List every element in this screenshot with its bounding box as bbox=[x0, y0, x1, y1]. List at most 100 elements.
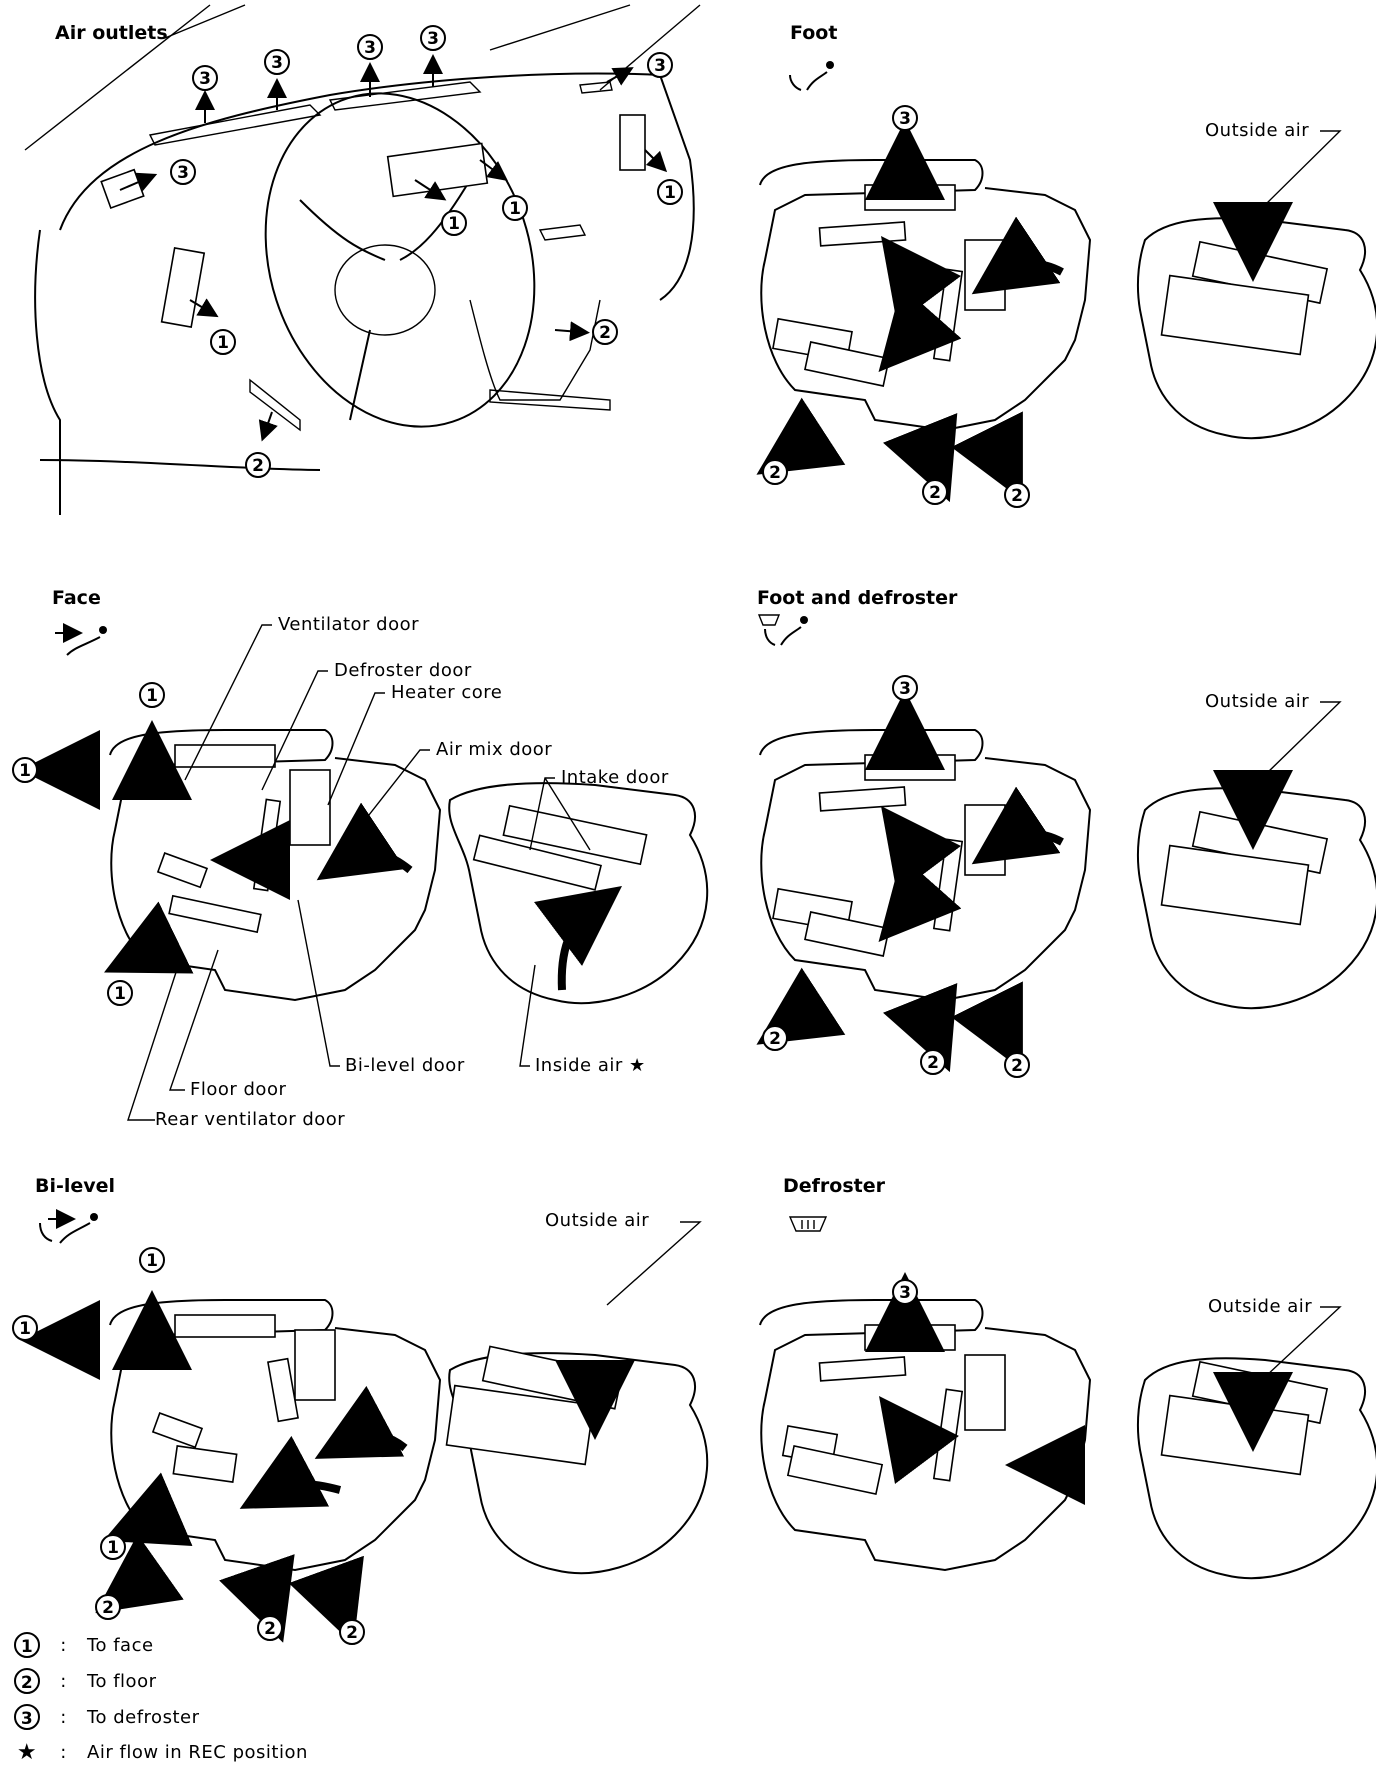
panel-title-bi-level: Bi-level bbox=[35, 1175, 116, 1197]
outlet-number-floor: 2 bbox=[245, 452, 271, 478]
outlet-number-face: 1 bbox=[139, 682, 165, 708]
legend-text: To defroster bbox=[87, 1706, 200, 1728]
outlet-number-floor: 2 bbox=[920, 1049, 946, 1075]
foot-mode-icon bbox=[789, 61, 834, 91]
svg-text:1: 1 bbox=[448, 214, 460, 234]
outlet-number-face: 1 bbox=[12, 757, 38, 783]
outlet-number-face: 1 bbox=[657, 179, 683, 205]
outlet-number-face: 1 bbox=[100, 1534, 126, 1560]
outlet-number-defroster: 3 bbox=[420, 25, 446, 51]
svg-text:2: 2 bbox=[1011, 1056, 1023, 1076]
svg-text:1: 1 bbox=[509, 199, 521, 219]
label-inside-air: Inside air ★ bbox=[535, 1055, 646, 1076]
panel-title-foot-and-defroster: Foot and defroster bbox=[757, 587, 958, 609]
svg-text:3: 3 bbox=[654, 56, 666, 76]
svg-text:1: 1 bbox=[664, 183, 676, 203]
svg-text:3: 3 bbox=[899, 109, 911, 129]
legend-text: Air flow in REC position bbox=[87, 1742, 308, 1763]
dashboard-illustration bbox=[24, 4, 701, 515]
panel-title-defroster: Defroster bbox=[783, 1175, 885, 1197]
svg-text:3: 3 bbox=[271, 53, 283, 73]
svg-text:1: 1 bbox=[114, 984, 126, 1004]
panel-title-foot: Foot bbox=[790, 22, 838, 44]
svg-text:2: 2 bbox=[599, 323, 611, 343]
svg-text:1: 1 bbox=[146, 686, 158, 706]
legend-item-to-face: 1 : To face bbox=[14, 1632, 154, 1660]
outlet-number-defroster: 3 bbox=[892, 675, 918, 701]
legend-separator: : bbox=[60, 1634, 67, 1656]
label-intake-door: Intake door bbox=[561, 767, 669, 788]
label-floor-door: Floor door bbox=[190, 1079, 287, 1100]
defroster-outside-air-label: Outside air bbox=[1208, 1296, 1313, 1317]
heater-unit-face bbox=[109, 729, 709, 1004]
outlet-number-defroster: 3 bbox=[170, 159, 196, 185]
outlet-number-face: 1 bbox=[12, 1315, 38, 1341]
svg-text:2: 2 bbox=[769, 463, 781, 483]
legend-separator: : bbox=[60, 1706, 67, 1728]
outlet-number-face: 1 bbox=[502, 195, 528, 221]
svg-text:2: 2 bbox=[264, 1619, 276, 1639]
outlet-number-face: 1 bbox=[441, 210, 467, 236]
outlet-number-floor: 2 bbox=[762, 1025, 788, 1051]
foot-outside-air-label: Outside air bbox=[1205, 120, 1310, 141]
legend-text: To floor bbox=[87, 1670, 157, 1692]
foot-defrost-mode-icon bbox=[757, 614, 808, 646]
legend-symbol: 1 bbox=[14, 1632, 40, 1658]
svg-text:2: 2 bbox=[346, 1623, 358, 1643]
label-ventilator-door: Ventilator door bbox=[278, 614, 420, 635]
star-icon: ★ bbox=[16, 1740, 38, 1765]
outlet-number-floor: 2 bbox=[592, 319, 618, 345]
svg-text:2: 2 bbox=[929, 483, 941, 503]
legend-item-to-floor: 2 : To floor bbox=[14, 1668, 156, 1696]
leader-lines bbox=[127, 130, 1342, 1378]
outlet-number-floor: 2 bbox=[922, 479, 948, 505]
outlet-number-face: 1 bbox=[107, 980, 133, 1006]
svg-text:1: 1 bbox=[217, 333, 229, 353]
outlet-number-floor: 2 bbox=[762, 459, 788, 485]
legend-item-to-defroster: 3 : To defroster bbox=[14, 1704, 199, 1732]
panel-title-face: Face bbox=[52, 587, 101, 609]
outlet-number-floor: 2 bbox=[339, 1619, 365, 1645]
label-rear-ventilator-door: Rear ventilator door bbox=[155, 1109, 346, 1130]
outlet-number-floor: 2 bbox=[95, 1594, 121, 1620]
label-air-mix-door: Air mix door bbox=[436, 739, 553, 760]
outlet-number-floor: 2 bbox=[257, 1615, 283, 1641]
bi-level-mode-icon bbox=[39, 1209, 98, 1244]
legend-item-rec-position: ★ : Air flow in REC position bbox=[14, 1740, 308, 1768]
legend-separator: : bbox=[60, 1742, 67, 1763]
outlet-number-floor: 2 bbox=[1004, 1052, 1030, 1078]
svg-text:3: 3 bbox=[427, 29, 439, 49]
svg-text:1: 1 bbox=[19, 761, 31, 781]
svg-text:2: 2 bbox=[927, 1053, 939, 1073]
flow-arrows bbox=[20, 120, 1293, 1645]
legend-symbol: 2 bbox=[14, 1668, 40, 1694]
foot-defroster-outside-air-label: Outside air bbox=[1205, 691, 1310, 712]
legend-symbol: 3 bbox=[14, 1704, 40, 1730]
outlet-number-defroster: 3 bbox=[357, 34, 383, 60]
bi-level-outside-air-label: Outside air bbox=[545, 1210, 650, 1231]
svg-text:1: 1 bbox=[107, 1538, 119, 1558]
defrost-mode-icon bbox=[788, 1216, 828, 1232]
label-heater-core: Heater core bbox=[391, 682, 503, 703]
label-defroster-door: Defroster door bbox=[334, 660, 472, 681]
panel-title-air-outlets: Air outlets bbox=[55, 22, 168, 44]
svg-text:3: 3 bbox=[899, 679, 911, 699]
outlet-number-floor: 2 bbox=[1004, 482, 1030, 508]
outlet-number-defroster: 3 bbox=[264, 49, 290, 75]
outlet-number-defroster: 3 bbox=[647, 52, 673, 78]
svg-text:3: 3 bbox=[899, 1283, 911, 1303]
svg-text:1: 1 bbox=[19, 1319, 31, 1339]
outlet-number-defroster: 3 bbox=[892, 1279, 918, 1305]
outlet-number-face: 1 bbox=[210, 329, 236, 355]
legend-separator: : bbox=[60, 1670, 67, 1692]
face-mode-icon bbox=[55, 623, 107, 656]
label-bi-level-door: Bi-level door bbox=[345, 1055, 465, 1076]
svg-text:1: 1 bbox=[146, 1251, 158, 1271]
svg-text:3: 3 bbox=[177, 163, 189, 183]
outlet-number-defroster: 3 bbox=[892, 105, 918, 131]
svg-text:2: 2 bbox=[1011, 486, 1023, 506]
svg-text:2: 2 bbox=[252, 456, 264, 476]
